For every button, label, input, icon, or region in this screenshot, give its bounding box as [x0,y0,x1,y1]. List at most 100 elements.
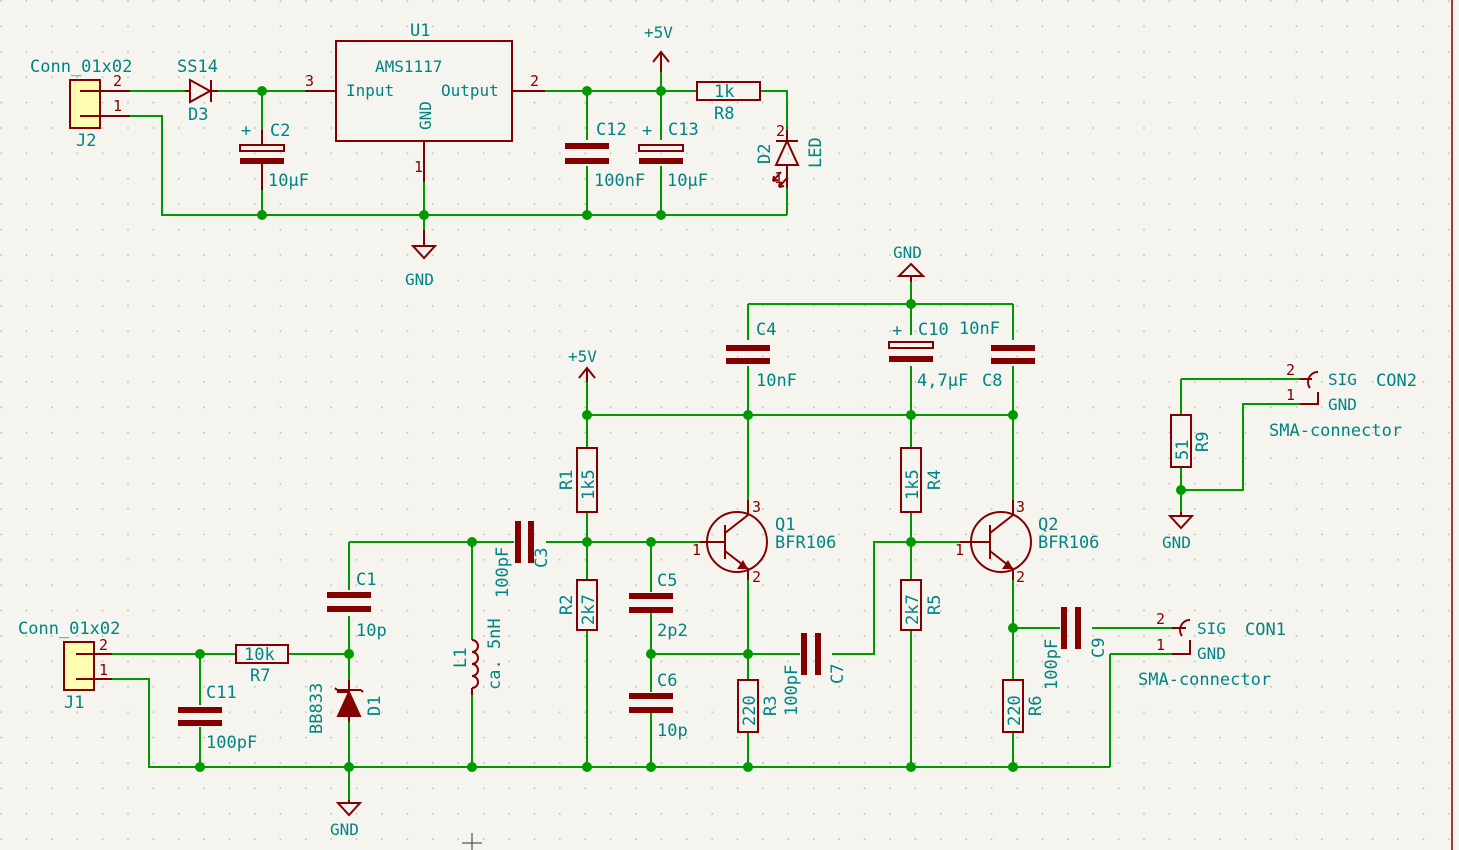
resistor-r2: 2k7 R2 [557,579,599,631]
svg-text:3: 3 [752,498,761,516]
svg-text:220: 220 [1005,695,1025,726]
svg-text:Conn_01x02: Conn_01x02 [30,57,132,77]
svg-text:R4: R4 [925,470,945,490]
svg-text:2: 2 [1016,568,1025,586]
svg-text:Conn_01x02: Conn_01x02 [18,619,120,639]
junctions [195,86,1186,772]
svg-text:1: 1 [1156,636,1165,654]
svg-text:C8: C8 [982,371,1002,391]
svg-text:GND: GND [1328,395,1357,414]
svg-text:10p: 10p [657,721,688,741]
svg-text:10nF: 10nF [756,371,797,391]
capacitor-c6: C6 10p [629,671,688,741]
svg-text:C13: C13 [668,120,699,140]
resistor-r6: 220 R6 [1002,679,1046,733]
svg-text:R7: R7 [250,666,270,686]
svg-text:ca. 5nH: ca. 5nH [485,618,505,690]
crosshair-cursor-icon [462,833,482,850]
capacitor-c13: + C13 10µF [638,120,708,191]
svg-text:2: 2 [113,72,122,90]
svg-text:SIG: SIG [1328,370,1357,389]
svg-text:2k7: 2k7 [579,594,599,625]
transistor-q2: 1 3 2 Q2 BFR106 [955,498,1099,586]
svg-text:L1: L1 [451,648,471,668]
power-gnd-top: GND [405,230,438,289]
svg-text:SMA-connector: SMA-connector [1269,421,1402,441]
svg-text:SIG: SIG [1197,619,1226,638]
svg-text:BFR106: BFR106 [1038,533,1099,553]
resistor-r8: 1k R8 [696,81,761,124]
svg-text:R3: R3 [761,696,781,716]
svg-text:2: 2 [776,122,785,140]
svg-text:100pF: 100pF [1042,639,1062,690]
capacitor-c7: C7 100pF [782,633,848,716]
svg-text:1: 1 [955,541,964,559]
capacitor-c3: C3 100pF [493,521,552,598]
svg-text:+: + [642,121,652,141]
capacitor-c4: C4 10nF [726,320,797,391]
svg-text:J1: J1 [64,693,84,713]
svg-text:D3: D3 [188,105,208,125]
svg-text:2: 2 [1286,361,1295,379]
svg-text:1: 1 [113,97,122,115]
svg-text:CON2: CON2 [1376,371,1417,391]
svg-text:Input: Input [346,81,394,100]
svg-text:GND: GND [1162,533,1191,552]
svg-text:CON1: CON1 [1245,620,1286,640]
regulator-u1: 3 2 1 U1 AMS1117 Input Output GND [305,21,545,182]
svg-text:C9: C9 [1089,638,1109,658]
svg-text:SMA-connector: SMA-connector [1138,670,1271,690]
svg-text:+5V: +5V [644,23,673,42]
svg-text:C5: C5 [657,571,677,591]
svg-text:2: 2 [1156,610,1165,628]
svg-text:R2: R2 [557,595,577,615]
sma-connector-con1: 2 1 SIG GND CON1 SMA-connector [1138,610,1286,690]
svg-text:51: 51 [1173,440,1193,460]
svg-text:C10: C10 [918,320,949,340]
capacitor-c2: + C2 10µF [239,121,309,191]
power-gnd-bottom: GND [330,800,363,839]
connector-j1: 2 1 Conn_01x02 J1 [18,619,120,713]
transistor-q1: 1 3 2 Q1 BFR106 [692,498,836,586]
svg-text:4,7µF: 4,7µF [917,371,968,391]
capacitor-c8: 10nF C8 [959,319,1035,391]
resistor-r4: 1k5 R4 [900,447,945,513]
svg-text:Q1: Q1 [775,515,795,535]
svg-text:10µF: 10µF [667,171,708,191]
svg-text:R8: R8 [714,104,734,124]
svg-text:1k5: 1k5 [579,469,599,500]
svg-text:Output: Output [441,81,499,100]
svg-text:+: + [241,121,251,141]
capacitor-c9: C9 100pF [1042,607,1109,690]
svg-text:D1: D1 [365,696,385,716]
capacitor-c5: C5 2p2 [629,571,688,641]
resistor-r7: 10k R7 [235,644,289,686]
svg-text:1: 1 [774,169,783,187]
svg-text:100nF: 100nF [594,171,645,191]
svg-text:1k5: 1k5 [903,469,923,500]
svg-text:2: 2 [752,568,761,586]
diode-d3: SS14 D3 [177,57,218,125]
varicap-d1: D1 BB833 [307,680,385,734]
svg-text:1: 1 [414,158,423,176]
svg-text:GND: GND [405,270,434,289]
svg-text:220: 220 [740,695,760,726]
svg-text:GND: GND [1197,644,1226,663]
svg-text:C4: C4 [756,320,776,340]
svg-text:2k7: 2k7 [903,594,923,625]
svg-text:10µF: 10µF [268,171,309,191]
wires [112,72,1300,800]
svg-text:C12: C12 [596,120,627,140]
svg-text:3: 3 [305,72,314,90]
svg-text:1: 1 [99,661,108,679]
svg-text:2: 2 [99,636,108,654]
svg-text:GND: GND [330,820,359,839]
resistor-r9: 51 R9 [1170,414,1213,468]
svg-text:100pF: 100pF [782,665,802,716]
svg-text:BFR106: BFR106 [775,533,836,553]
svg-text:C1: C1 [356,570,376,590]
svg-text:1: 1 [692,541,701,559]
svg-text:C6: C6 [657,671,677,691]
svg-text:1: 1 [1286,386,1295,404]
